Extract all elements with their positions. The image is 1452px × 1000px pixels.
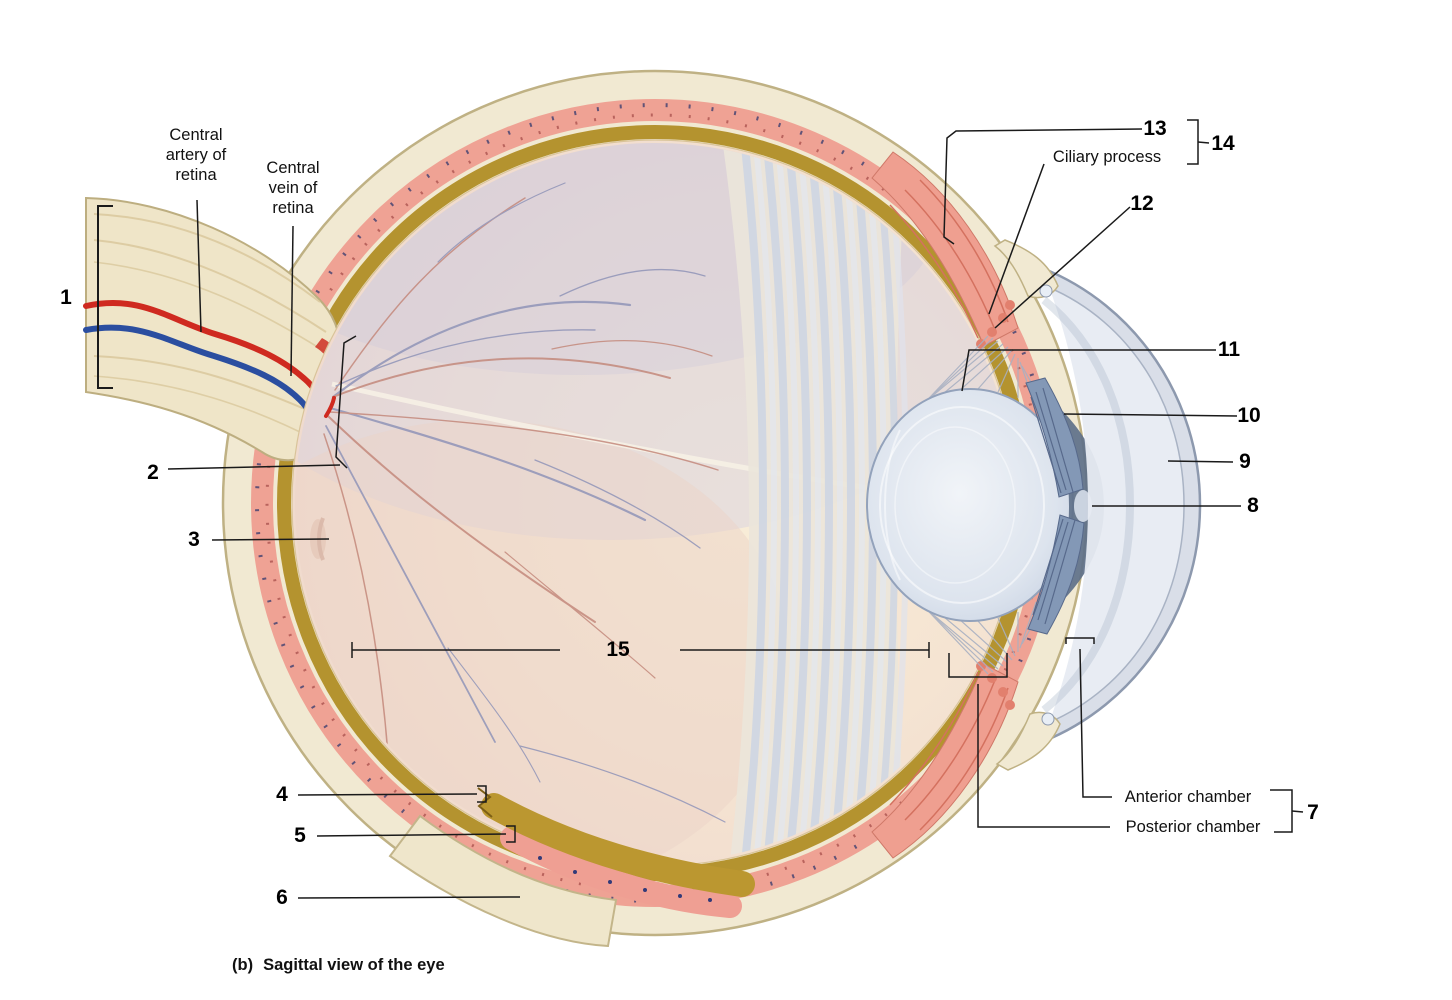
leader-2 xyxy=(167,464,341,470)
leader-anterior-chamber-tick xyxy=(1065,637,1095,644)
retinal-blood-vessels xyxy=(323,182,726,823)
leader-3 xyxy=(211,538,330,541)
choroid-cut-speckles xyxy=(538,856,712,902)
leader-central-artery xyxy=(196,199,202,333)
retina-cut-band xyxy=(481,793,755,897)
iris-lower xyxy=(1027,514,1085,635)
cutaway-layers xyxy=(388,787,755,948)
leader-10 xyxy=(1063,413,1238,417)
bracket-4 xyxy=(477,785,487,803)
leader-4 xyxy=(297,793,478,796)
leader-13 xyxy=(943,128,1143,245)
bracket-posterior-chamber xyxy=(948,653,1008,678)
bracket-7 xyxy=(1270,789,1293,833)
caption-text: Sagittal view of the eye xyxy=(263,956,445,974)
leader-12 xyxy=(994,206,1131,329)
choroid-cut-band xyxy=(500,826,742,918)
pupil-opening xyxy=(1074,490,1092,522)
leader-6 xyxy=(297,896,521,899)
optic-nerve xyxy=(83,196,347,462)
leader-ciliary-process xyxy=(988,163,1045,315)
leader-posterior-chamber xyxy=(977,684,1110,828)
iris xyxy=(1025,377,1092,635)
leader-5 xyxy=(316,833,507,837)
scleral-venous-sinus-upper xyxy=(1039,284,1053,298)
artery-into-disc xyxy=(324,396,336,418)
leader-anterior-chamber xyxy=(1079,648,1112,798)
figure-caption: (b) Sagittal view of the eye xyxy=(232,956,445,975)
cornea xyxy=(1041,266,1202,744)
leader-11 xyxy=(961,349,1216,392)
bracket-2 xyxy=(335,335,357,469)
leader-9 xyxy=(1167,460,1234,463)
bracket-14-tick xyxy=(1197,141,1210,144)
bracket-14 xyxy=(1187,119,1199,165)
bracket-1 xyxy=(97,205,113,389)
sclera-cut-slab xyxy=(388,814,618,948)
bracket-5 xyxy=(506,825,516,843)
caption-prefix: (b) xyxy=(232,956,254,974)
scleral-venous-sinus-lower xyxy=(1041,712,1055,726)
leader-lines xyxy=(97,119,1304,899)
bracket-7-tick xyxy=(1291,810,1304,813)
leader-central-vein xyxy=(290,225,294,377)
